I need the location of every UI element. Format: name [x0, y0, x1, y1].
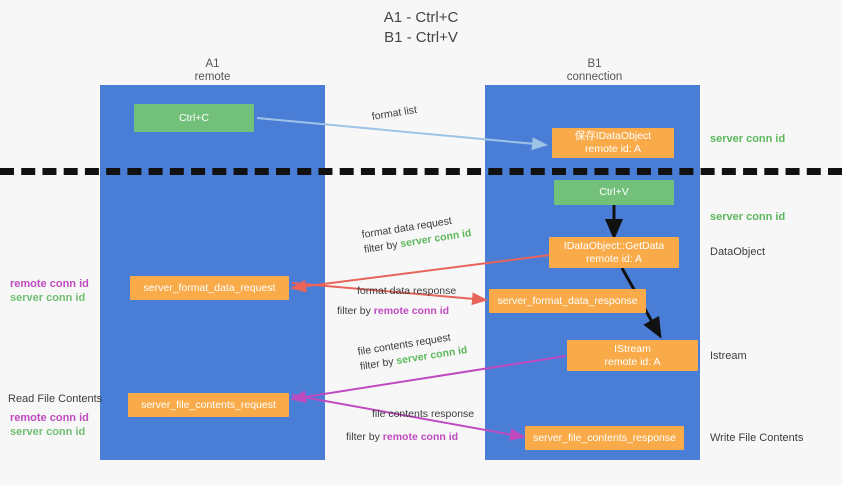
right-label-write-file-contents: Write File Contents — [710, 431, 803, 445]
box-ctrl-c-label: Ctrl+C — [178, 111, 210, 124]
filter-prefix: filter by — [337, 305, 374, 317]
box-getdata-line2: remote id: A — [585, 252, 643, 265]
right-label-istream-text: Istream — [710, 350, 747, 362]
right-label-data-object-text: DataObject — [710, 246, 766, 258]
right-label-istream: Istream — [710, 349, 747, 363]
box-server-format-data-request-label: server_format_data_request — [143, 281, 276, 294]
box-ctrl-v[interactable]: Ctrl+V — [554, 180, 674, 205]
left-label-conn-pair-top: remote conn id server conn id — [10, 277, 89, 305]
left-label-remote-conn-id-bottom: remote conn id — [10, 412, 89, 424]
right-label-server-conn-id-top-text: server conn id — [710, 133, 786, 145]
right-label-server-conn-id-top: server conn id — [710, 132, 785, 146]
box-istream-line2: remote id: A — [604, 355, 661, 368]
box-server-file-contents-response-label: server_file_contents_response — [532, 431, 676, 444]
right-label-server-conn-id-mid: server conn id — [710, 210, 785, 224]
filter-value-remote-conn-id: remote conn id — [373, 305, 450, 317]
left-label-server-conn-id-bottom: server conn id — [10, 426, 86, 438]
edge-label-file-contents-response: file contents response filter by remote … — [346, 407, 474, 445]
left-label-server-conn-id-top: server conn id — [10, 292, 86, 304]
edge-label-file-contents-request: file contents request filter by server c… — [357, 328, 469, 375]
edge-label-format-data-response: format data response filter by remote co… — [337, 284, 456, 319]
box-server-format-data-response[interactable]: server_format_data_response — [489, 289, 646, 313]
box-save-idataobject[interactable]: 保存IDataObject remote id: A — [552, 128, 674, 158]
box-ctrl-c[interactable]: Ctrl+C — [134, 104, 254, 132]
edge-label-format-data-response-filter: filter by remote conn id — [337, 304, 456, 319]
lane-b-subtitle: connection — [566, 71, 623, 83]
title-line-1: A1 - Ctrl+C — [383, 9, 459, 26]
box-ctrl-v-label: Ctrl+V — [599, 186, 629, 198]
box-save-idataobject-line1: 保存IDataObject — [574, 130, 652, 142]
left-label-remote-conn-id-top: remote conn id — [10, 278, 89, 290]
edge-label-format-data-response-text: format data response — [357, 285, 457, 297]
edge-label-file-contents-response-filter: filter by remote conn id — [346, 430, 474, 445]
box-istream[interactable]: IStream remote id: A — [567, 340, 698, 371]
box-server-file-contents-request-label: server_file_contents_request — [141, 398, 276, 411]
right-label-write-file-contents-text: Write File Contents — [710, 432, 804, 444]
box-server-file-contents-response[interactable]: server_file_contents_response — [525, 426, 684, 450]
box-save-idataobject-line2: remote id: A — [584, 143, 642, 155]
box-server-format-data-response-label: server_format_data_response — [497, 294, 638, 307]
filter-prefix: filter by — [346, 431, 383, 443]
left-label-read-file-contents-text: Read File Contents — [8, 393, 103, 405]
edge-label-format-list: format list — [371, 103, 418, 125]
box-idataobject-getdata[interactable]: IDataObject::GetData remote id: A — [549, 237, 679, 268]
box-getdata-line1: IDataObject::GetData — [563, 239, 665, 252]
phase-divider — [0, 168, 842, 175]
box-server-file-contents-request[interactable]: server_file_contents_request — [128, 393, 289, 417]
box-istream-line1: IStream — [614, 342, 651, 355]
diagram-title: A1 - Ctrl+C B1 - Ctrl+V — [0, 8, 842, 48]
lane-b-title: B1 — [587, 58, 602, 70]
lane-a-title: A1 — [205, 58, 220, 70]
filter-value-remote-conn-id: remote conn id — [382, 431, 459, 443]
title-line-2: B1 - Ctrl+V — [384, 29, 458, 46]
right-label-server-conn-id-mid-text: server conn id — [710, 211, 786, 223]
left-label-read-file-contents: Read File Contents — [8, 392, 102, 406]
lane-header-b1: B1 connection — [512, 58, 677, 84]
box-server-format-data-request[interactable]: server_format_data_request — [130, 276, 289, 300]
edge-label-format-list-text: format list — [370, 103, 418, 123]
left-label-conn-pair-bottom: remote conn id server conn id — [10, 411, 89, 439]
lane-a-subtitle: remote — [194, 71, 231, 83]
lane-header-a1: A1 remote — [130, 58, 295, 84]
right-label-data-object: DataObject — [710, 245, 765, 259]
edge-label-format-data-request: format data request filter by server con… — [361, 211, 473, 258]
edge-label-file-contents-response-text: file contents response — [372, 408, 475, 420]
